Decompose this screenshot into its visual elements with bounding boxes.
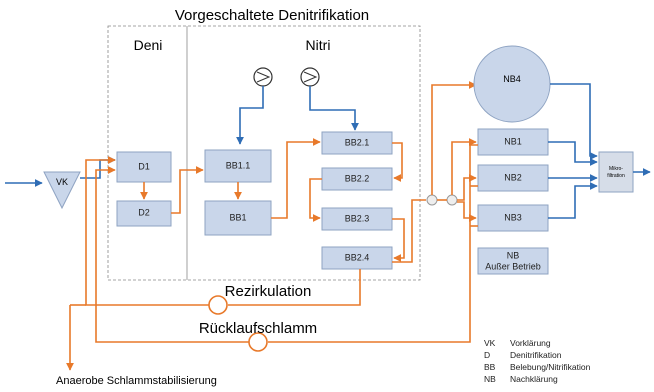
effluent-line [550, 83, 598, 160]
legend-text: Vorklärung [510, 338, 551, 348]
return-sludge-label: Rücklaufschlamm [199, 320, 317, 337]
tank-bb1: BB1 [204, 200, 272, 236]
flow-line [392, 142, 403, 182]
svg-text:D1: D1 [138, 161, 150, 171]
return-sludge-line [95, 166, 249, 343]
recirculation-line [85, 156, 209, 306]
flow-line-nb1 [451, 138, 477, 195]
clarifier-nb3: NB3 [477, 204, 549, 232]
svg-text:NB2: NB2 [504, 172, 522, 182]
svg-text:filtration: filtration [607, 173, 625, 179]
svg-text:NB3: NB3 [504, 212, 522, 222]
svg-text:BB2.2: BB2.2 [345, 173, 370, 183]
svg-text:BB2.1: BB2.1 [345, 137, 370, 147]
flow-line [309, 178, 322, 222]
nitri-zone-label: Nitri [306, 37, 331, 53]
flow-line-nb3 [457, 201, 477, 222]
microfiltration-unit: Mikro- filtration [598, 151, 634, 193]
svg-text:D2: D2 [138, 207, 150, 217]
flow-line-nb2 [457, 174, 477, 201]
clarifier-nb1: NB1 [477, 128, 549, 156]
legend-abbr: NB [484, 374, 496, 384]
air-line [236, 86, 264, 145]
junction [426, 194, 438, 206]
svg-text:Mikro-: Mikro- [609, 166, 623, 172]
legend-abbr: D [484, 350, 490, 360]
sludge-stabilization-label: Anaerobe Schlammstabilisierung [56, 375, 217, 387]
diagram-title: Vorgeschaltete Denitrifikation [175, 7, 369, 24]
flow-line-nb4 [431, 81, 477, 195]
legend-text: Denitrifikation [510, 350, 562, 360]
junction [446, 194, 458, 206]
legend-text: Nachklärung [510, 374, 558, 384]
deni-zone-label: Deni [134, 37, 163, 53]
svg-text:NB1: NB1 [504, 136, 522, 146]
recirculation-line [228, 269, 361, 306]
legend-abbr: VK [484, 338, 496, 348]
tank-bb2-1: BB2.1 [321, 131, 393, 155]
primary-clarifier: VK [43, 171, 81, 210]
tank-d1: D1 [116, 151, 172, 183]
clarifier-out-of-service: NB Außer Betrieb [477, 247, 549, 275]
effluent-line [548, 141, 598, 166]
svg-text:BB1: BB1 [229, 212, 246, 222]
svg-text:Außer Betrieb: Außer Betrieb [485, 261, 541, 271]
tank-bb2-2: BB2.2 [321, 167, 393, 191]
blower-icon [253, 67, 273, 87]
clarifier-nb4: NB4 [473, 45, 551, 123]
legend: VK Vorklärung D Denitrifikation BB Beleb… [484, 338, 591, 384]
air-line [309, 86, 359, 131]
tank-bb1-1: BB1.1 [204, 149, 272, 183]
svg-text:BB1.1: BB1.1 [226, 160, 251, 170]
flow-line [271, 138, 321, 219]
svg-text:BB2.3: BB2.3 [345, 213, 370, 223]
svg-text:NB: NB [507, 250, 520, 260]
return-sludge-collector [268, 144, 478, 343]
svg-text:BB2.4: BB2.4 [345, 252, 370, 262]
tank-bb2-4: BB2.4 [321, 246, 393, 270]
flow-line [392, 199, 426, 263]
svg-text:NB4: NB4 [503, 74, 521, 84]
flow-line [171, 166, 204, 214]
effluent-line [548, 182, 598, 219]
tank-d2: D2 [116, 200, 172, 227]
recirculation-label: Rezirkulation [225, 283, 312, 300]
legend-abbr: BB [484, 362, 496, 372]
flow-line [392, 218, 405, 262]
denitrification-zone [107, 25, 421, 281]
blower-icon [300, 67, 320, 87]
tank-bb2-3: BB2.3 [321, 207, 393, 231]
svg-text:VK: VK [56, 177, 68, 187]
legend-text: Belebung/Nitrifikation [510, 362, 591, 372]
clarifier-nb2: NB2 [477, 164, 549, 192]
